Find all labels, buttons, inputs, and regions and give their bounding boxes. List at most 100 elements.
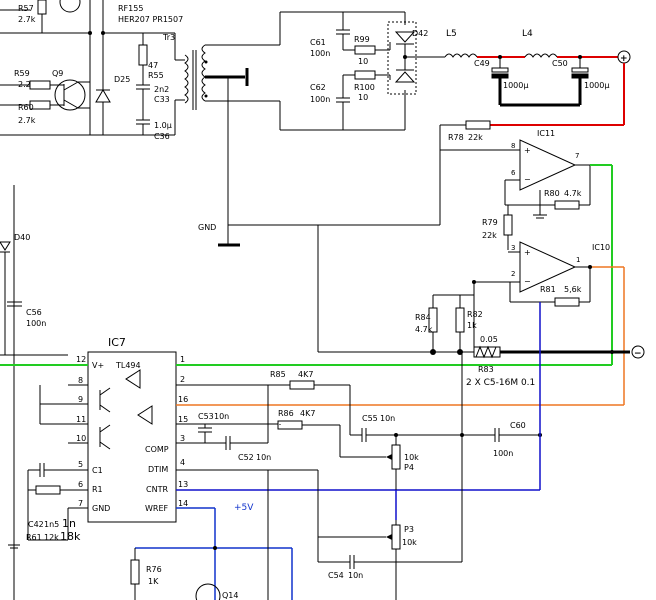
label-ic11-pin8: 8 — [511, 142, 515, 150]
label-pin-dtim: DTIM — [148, 465, 168, 474]
label-c33: C33 — [154, 95, 170, 104]
label-c42-value: 1n5 — [44, 520, 59, 529]
inductor-l5 — [444, 53, 478, 58]
label-l4: L4 — [522, 29, 533, 39]
label-r86-value: 4K7 — [300, 409, 315, 418]
label-ic7: IC7 — [108, 336, 126, 349]
transistor-top-symbol — [59, 0, 81, 13]
svg-text:+: + — [524, 248, 531, 257]
label-pin11: 11 — [76, 415, 86, 424]
label-c53-value: 10n — [214, 412, 229, 421]
transistor-q9-symbol — [54, 79, 86, 111]
label-pin2: 2 — [180, 375, 185, 384]
label-plus5v: +5V — [234, 503, 254, 513]
label-r59-value: 2.2 — [18, 80, 31, 89]
label-r86: R86 — [278, 409, 294, 418]
label-rf155: RF155 — [118, 4, 143, 13]
label-pin13: 13 — [178, 480, 188, 489]
label-p3-value: 10k — [402, 538, 417, 547]
label-c42: C42 — [28, 520, 44, 529]
label-c52: C52 — [238, 453, 254, 462]
diode-d42b-symbol — [394, 71, 416, 83]
label-r80-value: 4.7k — [564, 189, 582, 198]
label-r83-desc: 2 X C5-16M 0.1 — [466, 378, 535, 388]
label-ic10: IC10 — [592, 243, 610, 252]
label-pin-wref: WREF — [145, 504, 169, 513]
label-pin7: 7 — [78, 499, 83, 508]
label-r76-value: 1K — [148, 577, 159, 586]
opamp-ic10-symbol — [519, 241, 577, 293]
label-pin1: 1 — [180, 355, 185, 364]
ic7-error-amp-2 — [137, 405, 153, 425]
diode-d42-package — [387, 21, 417, 95]
label-tr3: Tr3 — [162, 33, 175, 42]
resistor-r59 — [29, 80, 51, 90]
ref-section: +5V R76 1K Q14 — [130, 470, 293, 600]
label-r61-value: 12k — [44, 533, 59, 542]
ic7-error-amp-1 — [125, 369, 141, 389]
label-c54-value: 10n — [348, 571, 363, 580]
label-ic11-pin6: 6 — [511, 169, 516, 177]
label-r81-value: 5,6k — [564, 285, 582, 294]
label-ic11: IC11 — [537, 129, 555, 138]
label-p4: P4 — [404, 463, 414, 472]
label-d40: D40 — [14, 233, 30, 242]
label-r82-value: 1k — [467, 321, 477, 330]
compensation-network: R85 4K7 R86 4K7 C53 10n C52 10n C55 10n … — [198, 302, 542, 600]
resistor-r79 — [503, 214, 513, 236]
resistor-r76 — [130, 559, 140, 585]
resistor-r82 — [455, 307, 465, 333]
label-ic11-pin7: 7 — [575, 152, 579, 160]
label-r85-value: 4K7 — [298, 370, 313, 379]
label-d25: D25 — [114, 75, 130, 84]
label-pin3: 3 — [180, 434, 185, 443]
transformer-tr3: Tr3 GND — [162, 12, 281, 247]
label-pin9: 9 — [78, 395, 83, 404]
negative-terminal — [631, 345, 645, 359]
label-pin15: 15 — [178, 415, 188, 424]
label-c55-value: 10n — [380, 414, 395, 423]
label-r78-value: 22k — [468, 133, 483, 142]
label-ic10-pin2: 2 — [511, 270, 515, 278]
label-r79-value: 22k — [482, 231, 497, 240]
opamp-ic11: + − IC11 8 6 7 R80 4.7k R79 22k — [440, 129, 613, 365]
label-r80: R80 — [544, 189, 560, 198]
left-input-section: D40 C56 100n — [0, 185, 68, 600]
inductor-l4 — [524, 53, 558, 58]
label-c53: C53 — [198, 412, 214, 421]
resistor-r85 — [289, 380, 315, 390]
label-c62-value: 100n — [310, 95, 330, 104]
label-c49-value: 1000µ — [503, 81, 528, 90]
label-pin-vplus: V+ — [92, 361, 104, 370]
diode-d25-symbol — [95, 89, 111, 103]
label-pin8: 8 — [78, 376, 83, 385]
label-c60-value: 100n — [493, 449, 513, 458]
label-r99: R99 — [354, 35, 370, 44]
label-pin6: 6 — [78, 480, 83, 489]
opamp-ic11-symbol — [519, 139, 577, 191]
capacitor-c49 — [491, 67, 509, 73]
label-r84-value: 4.7k — [415, 325, 433, 334]
label-pin-c1: C1 — [92, 466, 103, 475]
label-c36: C36 — [154, 132, 170, 141]
label-d42: D42 — [412, 29, 428, 38]
label-c42-value-alt: 1n — [62, 517, 76, 530]
label-pin12: 12 — [76, 355, 86, 364]
label-r100-value: 10 — [358, 93, 368, 102]
label-r55: R55 — [148, 71, 164, 80]
ic7-tl494: IC7 TL494 V+ C1 R1 GND COMP DTIM CNTR WR… — [8, 336, 612, 549]
label-c61: C61 — [310, 38, 326, 47]
resistor-r78 — [465, 120, 491, 130]
current-sense: − R84 4.7k R82 1k 0.05 R83 2 X C5-16M 0.… — [415, 294, 645, 388]
label-c33-value: 2n2 — [154, 85, 169, 94]
label-ic10-pin3: 3 — [511, 244, 515, 252]
label-r55-value: 47 — [148, 61, 158, 70]
label-r61: R61 — [26, 533, 42, 542]
label-p4-value: 10k — [404, 453, 419, 462]
resistor-r61 — [35, 485, 61, 495]
label-positive: + — [620, 54, 628, 64]
label-p3: P3 — [404, 525, 414, 534]
driver-section: R57 2.7k RF155 HER207 PR1507 R59 2.2 R60… — [0, 0, 185, 141]
potentiometer-p3 — [391, 524, 401, 550]
